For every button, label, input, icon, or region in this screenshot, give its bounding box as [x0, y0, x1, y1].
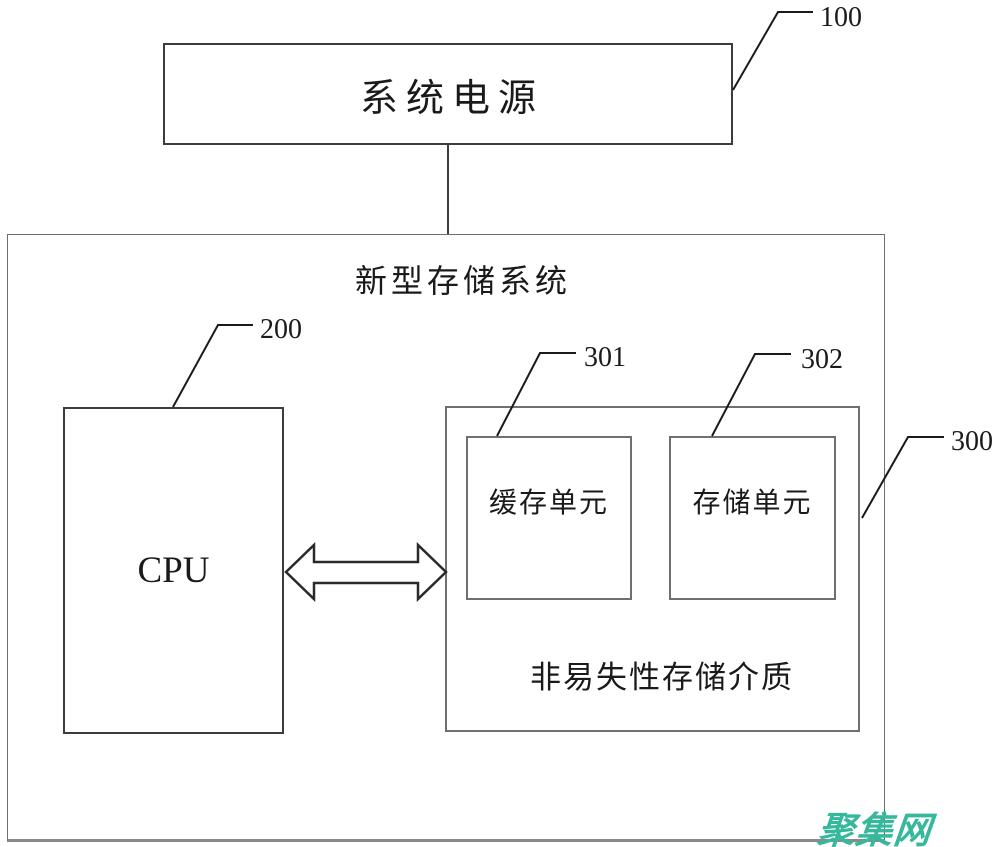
watermark-text: 聚集网 — [815, 810, 934, 847]
cpu-box: CPU — [63, 407, 284, 734]
power-supply-box: 系统电源 — [163, 43, 733, 145]
power-supply-label: 系统电源 — [359, 77, 544, 120]
ref-numeral-200: 200 — [260, 314, 302, 345]
storage-medium-label: 非易失性存储介质 — [530, 660, 794, 695]
storage-system-title: 新型存储系统 — [354, 263, 571, 299]
ref-numeral-300: 300 — [951, 426, 993, 457]
storage-unit-box: 存储单元 — [669, 436, 836, 600]
cpu-label: CPU — [137, 550, 210, 591]
cache-unit-label: 缓存单元 — [488, 488, 609, 519]
cache-unit-box: 缓存单元 — [466, 436, 632, 600]
ref-numeral-301: 301 — [584, 342, 626, 373]
leader-line-100 — [732, 11, 813, 91]
ref-numeral-302: 302 — [801, 344, 843, 375]
storage-unit-label: 存储单元 — [692, 488, 813, 519]
ref-numeral-100: 100 — [820, 2, 862, 33]
